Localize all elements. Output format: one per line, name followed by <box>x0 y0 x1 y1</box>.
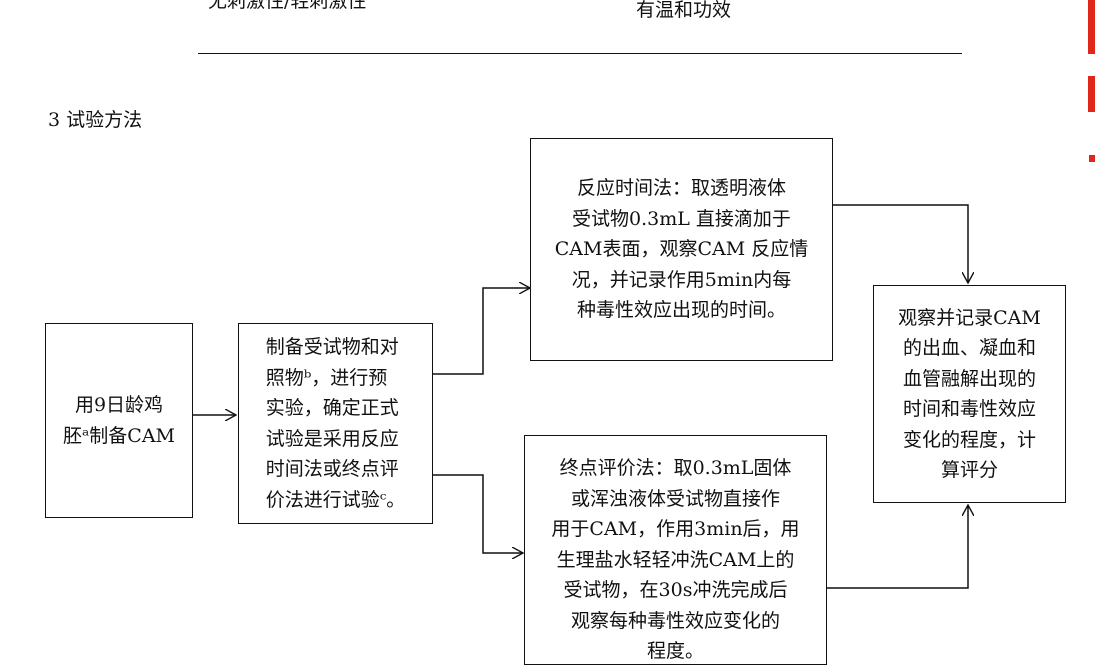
flow-method-endpoint-text: 终点评价法：取0.3mL固体 或浑浊液体受试物直接作 用于CAM，作用3min后… <box>551 457 800 662</box>
flow-step-observe-result: 观察并记录CAM 的出血、凝血和 血管融解出现的 时间和毒性效应 变化的程度，计… <box>873 285 1066 503</box>
table-bottom-rule <box>198 53 962 54</box>
flow-step-prepare-substance-text: 制备受试物和对 照物ᵇ，进行预 实验，确定正式 试验是采用反应 时间法或终点评 … <box>265 336 406 511</box>
arrow-reaction-to-result <box>833 204 968 283</box>
arrow-endpoint-to-result <box>827 505 968 589</box>
flow-step-prepare-cam-text: 用9日龄鸡 胚ᵃ制备CAM <box>62 394 176 447</box>
red-stamp-mark <box>1088 76 1095 112</box>
arrow-step2-to-reaction-method <box>433 288 530 375</box>
table-cell-left: 无刺激性/轻刺激性 <box>208 0 367 12</box>
flow-step-observe-result-text: 观察并记录CAM 的出血、凝血和 血管融解出现的 时间和毒性效应 变化的程度，计… <box>898 306 1041 482</box>
table-cell-right: 有温和功效 <box>636 0 732 21</box>
flow-method-reaction-time: 反应时间法：取透明液体 受试物0.3mL 直接滴加于 CAM表面，观察CAM 反… <box>530 138 833 361</box>
flow-step-prepare-substance: 制备受试物和对 照物ᵇ，进行预 实验，确定正式 试验是采用反应 时间法或终点评 … <box>238 323 433 524</box>
section-heading: 3 试验方法 <box>48 109 143 131</box>
flow-step-prepare-cam: 用9日龄鸡 胚ᵃ制备CAM <box>45 323 193 518</box>
flow-method-endpoint: 终点评价法：取0.3mL固体 或浑浊液体受试物直接作 用于CAM，作用3min后… <box>524 435 827 665</box>
flowchart-connectors <box>193 204 1095 589</box>
arrow-step2-to-endpoint-method <box>433 474 523 553</box>
red-stamp-mark <box>1088 0 1095 54</box>
flow-method-reaction-time-text: 反应时间法：取透明液体 受试物0.3mL 直接滴加于 CAM表面，观察CAM 反… <box>554 177 809 322</box>
red-stamp-mark <box>1089 155 1095 162</box>
